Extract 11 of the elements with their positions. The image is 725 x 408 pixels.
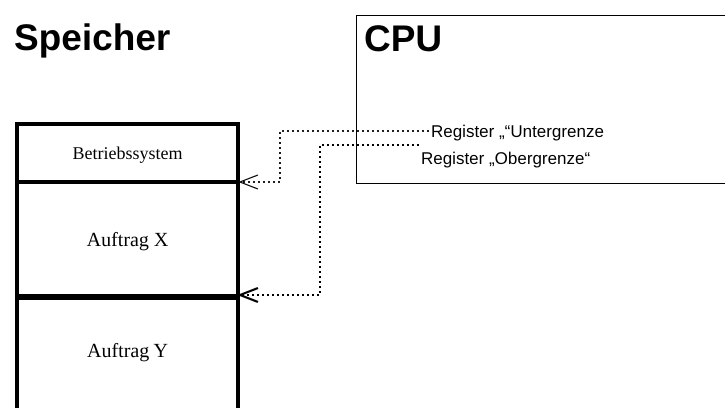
section-heading: Speicher xyxy=(14,16,170,60)
partition-label: Auftrag Y xyxy=(87,340,168,363)
partition-label: Betriebssystem xyxy=(72,142,182,164)
memory-partition xyxy=(15,294,240,408)
arrow xyxy=(238,144,419,304)
register-label: Register „Obergrenze“ xyxy=(421,148,590,170)
partition-label: Auftrag X xyxy=(86,228,168,252)
arrow xyxy=(239,130,429,190)
cpu-box xyxy=(356,15,725,184)
box-heading: CPU xyxy=(364,17,442,61)
register-label: Register „“Untergrenze xyxy=(431,121,604,143)
